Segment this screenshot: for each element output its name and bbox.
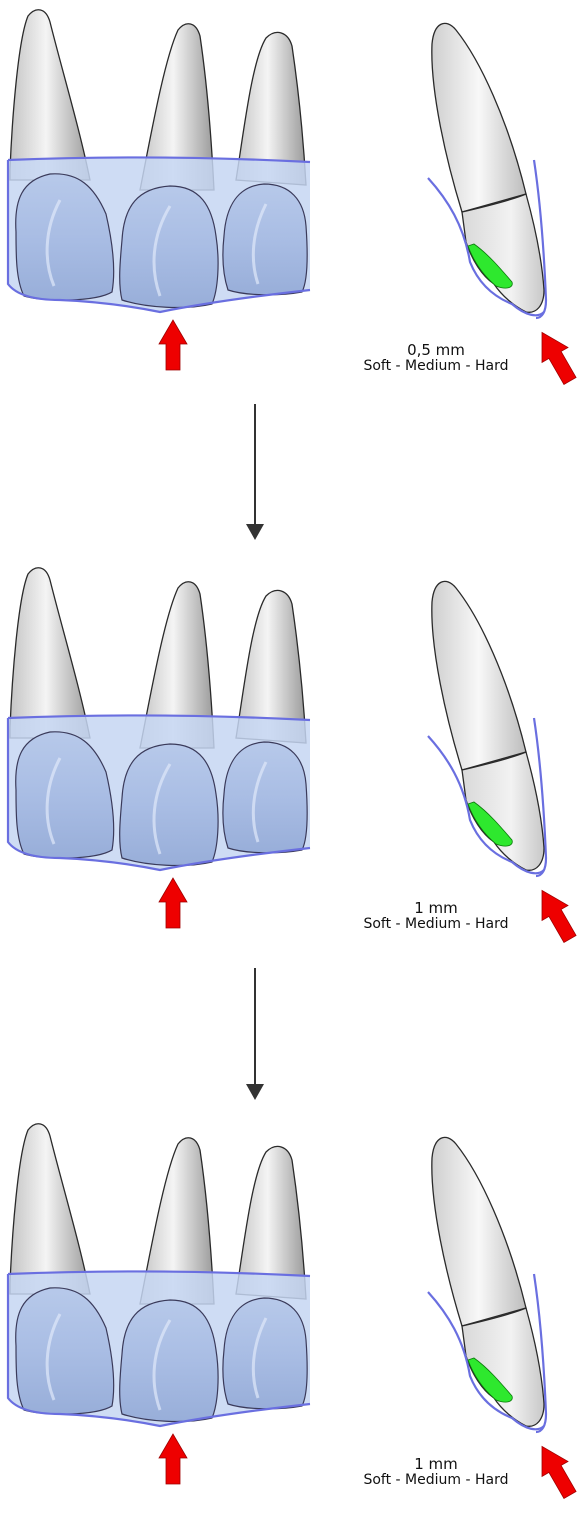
hardness-label-stage-3: Soft - Medium - Hard bbox=[330, 1472, 542, 1488]
root-left bbox=[10, 568, 90, 738]
stage-3 bbox=[8, 1124, 582, 1503]
caption-stage-2: 1 mm Soft - Medium - Hard bbox=[330, 900, 542, 932]
crown-middle bbox=[120, 1300, 218, 1421]
root-left bbox=[10, 10, 90, 180]
front-force-arrow-stage-2 bbox=[159, 878, 187, 928]
caption-stage-1: 0,5 mm Soft - Medium - Hard bbox=[330, 342, 542, 374]
crown-middle bbox=[120, 744, 218, 865]
front-view-stage-2 bbox=[8, 568, 310, 870]
front-force-arrow-stage-1 bbox=[159, 320, 187, 370]
hardness-label-stage-2: Soft - Medium - Hard bbox=[330, 916, 542, 932]
thickness-label-stage-1: 0,5 mm bbox=[330, 342, 542, 358]
stage-1 bbox=[8, 10, 582, 389]
stage-2 bbox=[8, 568, 582, 947]
root-left bbox=[10, 1124, 90, 1294]
crown-middle bbox=[120, 186, 218, 307]
side-root bbox=[432, 581, 526, 770]
step-arrow-2 bbox=[246, 968, 264, 1100]
step-arrow-2-head bbox=[246, 1084, 264, 1100]
front-view-stage-3 bbox=[8, 1124, 310, 1426]
thickness-label-stage-3: 1 mm bbox=[330, 1456, 542, 1472]
caption-stage-3: 1 mm Soft - Medium - Hard bbox=[330, 1456, 542, 1488]
crown-right bbox=[223, 742, 307, 853]
crown-right bbox=[223, 1298, 307, 1409]
front-view-stage-1 bbox=[8, 10, 310, 312]
hardness-label-stage-1: Soft - Medium - Hard bbox=[330, 358, 542, 374]
side-view-stage-1 bbox=[428, 23, 546, 318]
side-root bbox=[432, 23, 526, 212]
side-view-stage-2 bbox=[428, 581, 546, 876]
side-view-stage-3 bbox=[428, 1137, 546, 1432]
crown-right bbox=[223, 184, 307, 295]
side-root bbox=[432, 1137, 526, 1326]
thickness-label-stage-2: 1 mm bbox=[330, 900, 542, 916]
step-arrow-1 bbox=[246, 404, 264, 540]
step-arrow-1-head bbox=[246, 524, 264, 540]
front-force-arrow-stage-3 bbox=[159, 1434, 187, 1484]
